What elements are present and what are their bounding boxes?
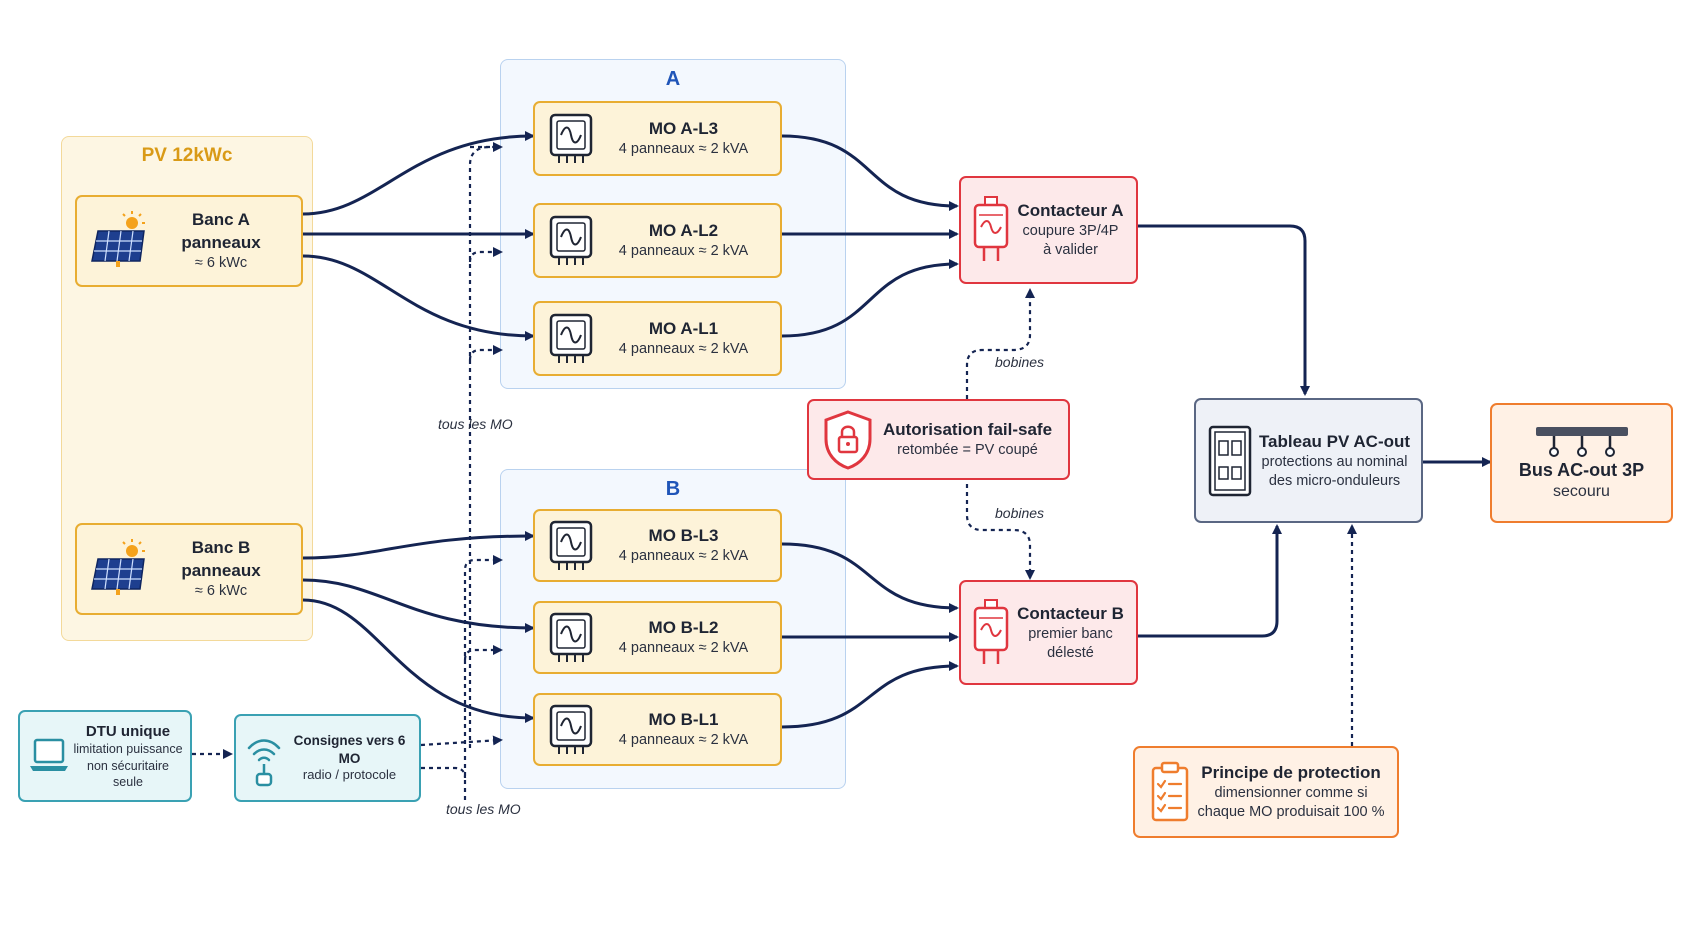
wire-bank-b-mo-b-l1: [302, 598, 535, 723]
mo-b-l1-sub: 4 panneaux ≈ 2 kVA: [618, 732, 749, 749]
wire-contactor-b-tableau: [1138, 524, 1282, 638]
dotted-failsafe-contactor-a: [965, 288, 1035, 399]
dtu-title: DTU unique: [85, 722, 171, 740]
dotted-bus-top: [468, 145, 501, 748]
mo-a-l1-node[interactable]: MO A-L1 4 panneaux ≈ 2 kVA: [533, 301, 782, 376]
principe-line2: chaque MO produisait 100 %: [1197, 804, 1385, 821]
dtu-line1: limitation puissance: [73, 742, 183, 757]
mo-b-l3-sub: 4 panneaux ≈ 2 kVA: [618, 548, 749, 565]
dotted-consignes-mo-b-l1: [420, 735, 503, 747]
mo-b-l3-title: MO B-L3: [648, 526, 719, 546]
bank-a-sub: ≈ 6 kWc: [194, 254, 248, 271]
mo-a-l2-node[interactable]: MO A-L2 4 panneaux ≈ 2 kVA: [533, 203, 782, 278]
group-b-title: B: [665, 478, 681, 500]
inverter-icon: [545, 702, 597, 758]
electrical-panel-icon: [1204, 423, 1256, 499]
label-bobines-bottom: bobines: [995, 505, 1045, 521]
mo-b-l2-title: MO B-L2: [648, 618, 719, 638]
contactor-a-line1: coupure 3P/4P: [1022, 223, 1119, 240]
mo-b-l1-node[interactable]: MO B-L1 4 panneaux ≈ 2 kVA: [533, 693, 782, 766]
contactor-b-title: Contacteur B: [1017, 603, 1124, 623]
contactor-a-line2: à valider: [1043, 242, 1098, 259]
bank-b-node[interactable]: Banc B panneaux ≈ 6 kWc: [75, 523, 303, 615]
dotted-to-mo-b-l2: [463, 645, 503, 661]
failsafe-title: Autorisation fail-safe: [882, 420, 1053, 440]
dtu-node[interactable]: DTU unique limitation puissance non sécu…: [18, 710, 192, 802]
failsafe-node[interactable]: Autorisation fail-safe retombée = PV cou…: [807, 399, 1070, 480]
contactor-a-title: Contacteur A: [1017, 201, 1124, 221]
mo-a-l1-sub: 4 panneaux ≈ 2 kVA: [618, 341, 749, 358]
mo-a-l1-title: MO A-L1: [648, 319, 719, 339]
inverter-icon: [545, 518, 597, 574]
contactor-b-line2: délesté: [1047, 644, 1094, 661]
mo-b-l2-node[interactable]: MO B-L2 4 panneaux ≈ 2 kVA: [533, 601, 782, 674]
contactor-b-node[interactable]: Contacteur B premier banc délesté: [959, 580, 1138, 685]
label-tous-mo-top: tous les MO: [438, 416, 513, 432]
wire-bank-b-mo-b-l3: [302, 531, 535, 560]
busbar-icon: [1532, 423, 1632, 459]
mo-a-l3-sub: 4 panneaux ≈ 2 kVA: [618, 141, 749, 158]
dotted-to-mo-a-l1: [468, 345, 503, 361]
wire-contactor-a-tableau: [1138, 224, 1310, 396]
mo-b-l2-sub: 4 panneaux ≈ 2 kVA: [618, 640, 749, 657]
bus-node[interactable]: Bus AC-out 3P secouru: [1490, 403, 1673, 523]
principe-node[interactable]: Principe de protection dimensionner comm…: [1133, 746, 1399, 838]
consignes-node[interactable]: Consignes vers 6 MO radio / protocole: [234, 714, 421, 802]
inverter-icon: [545, 311, 597, 367]
shield-lock-icon: [819, 409, 877, 471]
mo-b-l3-node[interactable]: MO B-L3 4 panneaux ≈ 2 kVA: [533, 509, 782, 582]
contactor-a-node[interactable]: Contacteur A coupure 3P/4P à valider: [959, 176, 1138, 284]
solar-panel-icon: [87, 539, 151, 599]
principe-line1: dimensionner comme si: [1214, 785, 1368, 802]
wire-bank-a-mo-a-l1: [302, 254, 535, 341]
inverter-icon: [545, 213, 597, 269]
wifi-signal-icon: [242, 728, 286, 788]
mo-a-l3-title: MO A-L3: [648, 119, 719, 139]
inverter-icon: [545, 610, 597, 666]
bank-a-node[interactable]: Banc A panneaux ≈ 6 kWc: [75, 195, 303, 287]
bank-a-title: Banc A panneaux: [181, 210, 261, 252]
consignes-title: Consignes vers 6 MO: [293, 733, 406, 766]
tableau-node[interactable]: Tableau PV AC-out protections au nominal…: [1194, 398, 1423, 523]
group-a-title: A: [665, 68, 681, 90]
inverter-icon: [545, 111, 597, 167]
mo-a-l2-sub: 4 panneaux ≈ 2 kVA: [618, 243, 749, 260]
bus-sub: secouru: [1553, 483, 1610, 501]
tableau-title: Tableau PV AC-out: [1258, 431, 1411, 451]
tableau-line2: des micro-onduleurs: [1268, 472, 1401, 489]
dtu-line2: non sécuritaire seule: [87, 758, 169, 789]
wire-mo-b-l1-contactor-b: [781, 661, 959, 729]
mo-a-l2-title: MO A-L2: [648, 221, 719, 241]
bank-b-sub: ≈ 6 kWc: [194, 582, 248, 599]
contactor-icon: [969, 598, 1013, 668]
failsafe-sub: retombée = PV coupé: [897, 442, 1038, 459]
mo-b-l1-title: MO B-L1: [648, 710, 719, 730]
bank-b-title: Banc B panneaux: [181, 538, 261, 580]
group-pv-title: PV 12kWc: [141, 145, 233, 166]
contactor-b-line1: premier banc: [1028, 625, 1113, 642]
label-bobines-top: bobines: [995, 354, 1045, 370]
solar-panel-icon: [87, 211, 151, 271]
bus-title: Bus AC-out 3P: [1518, 459, 1645, 480]
checklist-icon: [1145, 760, 1195, 824]
wire-bank-b-mo-b-l2: [302, 578, 535, 633]
consignes-sub: radio / protocole: [302, 767, 397, 783]
laptop-icon: [26, 737, 72, 775]
mo-a-l3-node[interactable]: MO A-L3 4 panneaux ≈ 2 kVA: [533, 101, 782, 176]
principe-title: Principe de protection: [1201, 763, 1381, 783]
dotted-to-mo-a-l2: [468, 247, 503, 263]
tableau-line1: protections au nominal: [1261, 453, 1408, 470]
dotted-failsafe-contactor-b: [965, 484, 1035, 580]
wire-mo-a-l1-contactor-a: [781, 259, 959, 338]
wire-mo-b-l3-contactor-b: [781, 542, 959, 613]
contactor-icon: [969, 195, 1013, 265]
dotted-consignes-lower: [421, 766, 467, 779]
wire-mo-a-l3-contactor-a: [781, 134, 959, 211]
label-tous-mo-bottom: tous les MO: [446, 801, 521, 817]
wire-bank-a-mo-a-l3: [302, 131, 535, 216]
